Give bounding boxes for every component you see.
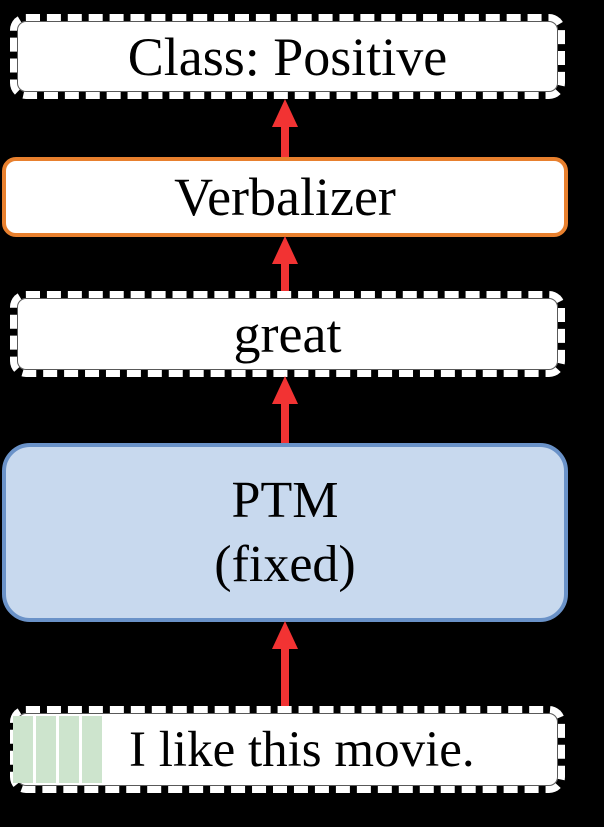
class-output-label: Class: Positive (127, 26, 448, 87)
token-cell (59, 716, 79, 783)
arrow-shaft (281, 125, 289, 158)
predicted-word-label: great (233, 304, 342, 364)
arrow-shaft (281, 262, 289, 294)
node-verbalizer: Verbalizer (2, 157, 568, 237)
arrow-shaft (281, 402, 289, 444)
arrow-head-icon (272, 99, 298, 127)
node-ptm: PTM (fixed) (2, 443, 568, 622)
arrow-head-icon (272, 236, 298, 264)
arrow-verbalizer-to-class (272, 99, 298, 158)
input-text-label: I like this movie. (129, 721, 475, 778)
arrow-shaft (281, 647, 289, 708)
node-predicted-word: great (10, 291, 565, 377)
token-cell (13, 716, 33, 783)
node-input-text: I like this movie. (10, 706, 565, 793)
ptm-label: PTM (fixed) (214, 471, 356, 593)
prompt-token-cells (13, 716, 102, 783)
arrow-head-icon (272, 376, 298, 404)
arrow-input-to-ptm (272, 621, 298, 708)
token-cell (36, 716, 56, 783)
verbalizer-label: Verbalizer (174, 167, 396, 227)
token-cell (82, 716, 102, 783)
arrow-head-icon (272, 621, 298, 649)
node-class-output: Class: Positive (10, 14, 565, 99)
arrow-word-to-verbalizer (272, 236, 298, 294)
arrow-ptm-to-word (272, 376, 298, 444)
